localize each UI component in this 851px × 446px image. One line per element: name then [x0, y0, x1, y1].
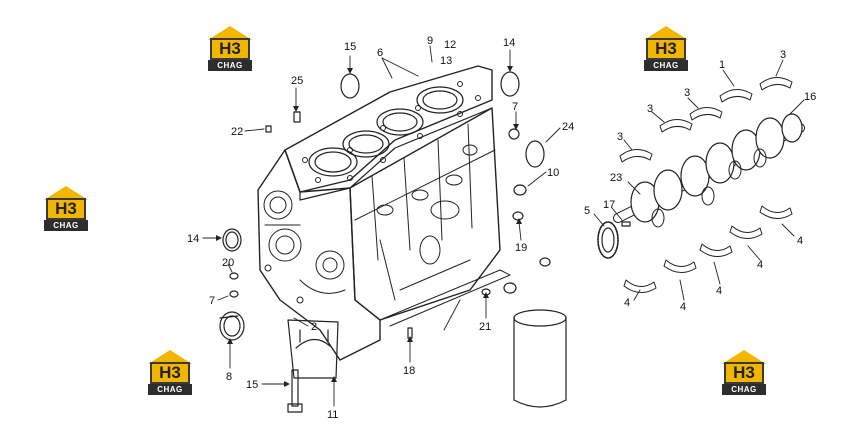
callout-13: 13	[440, 55, 452, 67]
cylinder-block	[257, 65, 511, 361]
callout-7-lower: 7	[209, 295, 215, 307]
plug-small	[539, 257, 551, 267]
cylinder-bore-1	[308, 147, 358, 177]
callout-22: 22	[231, 126, 243, 138]
watermark-logo-top-left: H3 CHAG	[204, 26, 256, 74]
logo-mark: H3	[159, 363, 181, 382]
callout-3-c: 3	[684, 87, 690, 99]
crankshaft-gear	[597, 221, 619, 259]
watermark-logo-top-right: H3 CHAG	[640, 26, 692, 74]
logo-roof-icon	[44, 186, 88, 200]
watermark-logo-bottom-left: H3 CHAG	[144, 350, 196, 398]
pin-20	[229, 272, 239, 280]
logo-roof-icon	[722, 350, 766, 364]
bolt-22	[265, 125, 272, 133]
callout-14-left: 14	[187, 233, 199, 245]
rear-oil-seal-8	[219, 311, 245, 341]
cap-bolt	[287, 369, 303, 413]
callout-10: 10	[547, 167, 559, 179]
callout-8: 8	[226, 371, 232, 383]
logo-text: CHAG	[722, 384, 766, 395]
callout-25: 25	[291, 75, 303, 87]
cylinder-bore-3	[376, 108, 424, 136]
callout-4-a: 4	[797, 235, 803, 247]
logo-text: CHAG	[148, 384, 192, 395]
leader-arrowheads	[216, 66, 522, 387]
cylinder-bore-2	[342, 130, 390, 158]
logo-roof-icon	[148, 350, 192, 364]
callout-2: 2	[311, 321, 317, 333]
callout-3-a: 3	[780, 49, 786, 61]
watermark-logo-mid-left: H3 CHAG	[40, 186, 92, 234]
logo-mark: H3	[55, 199, 77, 218]
bearing-shells-upper	[619, 77, 793, 163]
callout-15-top: 15	[344, 41, 356, 53]
callout-24: 24	[562, 121, 574, 133]
watermark-logo-bottom-right: H3 CHAG	[718, 350, 770, 398]
callout-16: 16	[804, 91, 816, 103]
callout-4-b: 4	[757, 259, 763, 271]
callout-7-upper: 7	[512, 101, 518, 113]
dowel-25	[293, 111, 301, 123]
expansion-plug-14	[500, 71, 520, 97]
callout-4-e: 4	[624, 297, 630, 309]
key-17	[621, 221, 631, 227]
logo-mark: H3	[733, 363, 755, 382]
callout-23: 23	[610, 172, 622, 184]
logo-roof-icon	[644, 26, 688, 40]
callout-4-c: 4	[716, 285, 722, 297]
callout-6: 6	[377, 47, 383, 59]
callout-1: 1	[719, 59, 725, 71]
plug-7-lower	[229, 290, 239, 298]
plug-19	[512, 211, 524, 221]
cylinder-liner	[513, 309, 567, 408]
leader-lines	[202, 45, 805, 407]
callout-14-top: 14	[503, 37, 515, 49]
callout-20: 20	[222, 257, 234, 269]
callout-21: 21	[479, 321, 491, 333]
cylinder-bore-4	[416, 86, 464, 114]
logo-text: CHAG	[208, 60, 252, 71]
plug-bottom	[503, 282, 517, 294]
callout-11: 11	[327, 409, 338, 421]
logo-roof-icon	[208, 26, 252, 40]
callout-19: 19	[515, 242, 527, 254]
plug-7-upper	[508, 128, 520, 140]
callout-18: 18	[403, 365, 415, 377]
callout-5: 5	[584, 205, 590, 217]
seal-14-left	[222, 228, 242, 252]
core-plug-24	[525, 140, 545, 168]
callout-15-bottom: 15	[246, 379, 258, 391]
logo-text: CHAG	[44, 220, 88, 231]
callout-labels: 25 15 6 9 12 13 14 7 24 10 19 22 14 20 7…	[187, 35, 816, 421]
logo-mark: H3	[219, 39, 241, 58]
plug-10	[513, 184, 527, 196]
expansion-plug-15	[340, 73, 360, 99]
callout-9: 9	[427, 35, 433, 47]
callout-17: 17	[603, 199, 615, 211]
crankshaft	[613, 113, 805, 228]
bearing-shells-lower	[623, 205, 793, 293]
callout-3-b: 3	[647, 103, 653, 115]
logo-mark: H3	[655, 39, 677, 58]
callout-4-d: 4	[680, 301, 686, 313]
logo-text: CHAG	[644, 60, 688, 71]
main-bearing-cap	[287, 319, 339, 379]
callout-12: 12	[444, 39, 456, 51]
callout-3-d: 3	[617, 131, 623, 143]
